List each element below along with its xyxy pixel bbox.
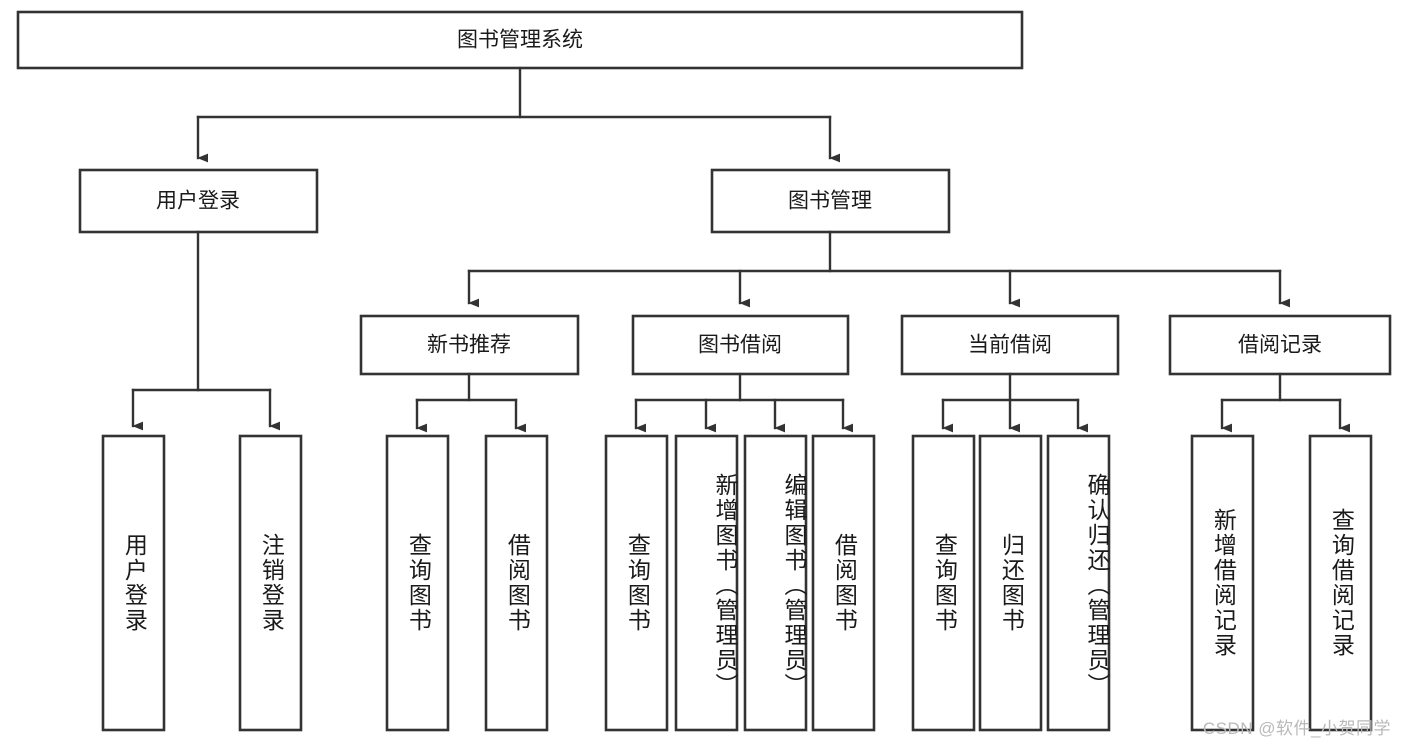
leaf-box-book-borrow-3[interactable]: [811, 434, 876, 732]
node-book-management[interactable]: 图书管理: [710, 168, 951, 234]
leaf-box-new-book-0[interactable]: [385, 434, 450, 732]
node-current-borrow-label: 当前借阅: [968, 334, 1052, 357]
edge-user-login-to-leaves: [131, 230, 281, 431]
leaf-box-borrow-record-1[interactable]: [1308, 434, 1373, 732]
leaf-box-book-borrow-1[interactable]: [674, 434, 739, 732]
leaf-box-book-borrow-0[interactable]: [604, 434, 669, 732]
leaf-box-book-borrow-2[interactable]: [743, 434, 808, 732]
leaf-box-current-borrow-2[interactable]: [1046, 434, 1111, 732]
node-current-borrow[interactable]: 当前借阅: [900, 314, 1120, 376]
leaf-box-borrow-record-0[interactable]: [1190, 434, 1255, 732]
node-user-login[interactable]: 用户登录: [78, 168, 319, 234]
node-new-book-recommend-box[interactable]: [359, 314, 580, 376]
node-root-label: 图书管理系统: [457, 29, 583, 52]
node-new-book-recommend-label: 新书推荐: [427, 334, 511, 357]
node-user-login-box[interactable]: [78, 168, 319, 234]
csdn-watermark: CSDN @软件_小贺同学: [1202, 719, 1391, 738]
edge-borrow-record-to-leaves: [1220, 372, 1351, 433]
leaf-box-user-login-1[interactable]: [238, 434, 303, 732]
node-root-box[interactable]: [16, 10, 1024, 70]
leaf-box-current-borrow-1[interactable]: [978, 434, 1043, 732]
leaf-box-user-login-0[interactable]: [101, 434, 166, 732]
leaf-box-current-borrow-0[interactable]: [911, 434, 976, 732]
edge-new-book-recommend-to-leaves: [415, 372, 527, 433]
node-book-borrow[interactable]: 图书借阅: [631, 314, 850, 376]
edge-root-to-level2: [196, 66, 841, 163]
node-current-borrow-box[interactable]: [900, 314, 1120, 376]
leaf-box-new-book-1[interactable]: [484, 434, 549, 732]
node-borrow-record-label: 借阅记录: [1238, 334, 1322, 357]
node-book-management-label: 图书管理: [788, 190, 872, 213]
edge-book-borrow-to-leaves: [634, 372, 854, 433]
node-root[interactable]: 图书管理系统: [16, 10, 1024, 70]
edge-current-borrow-to-leaves: [941, 372, 1089, 433]
node-book-borrow-label: 图书借阅: [698, 334, 782, 357]
edge-book-management-to-level3: [467, 230, 1291, 308]
node-borrow-record[interactable]: 借阅记录: [1168, 314, 1392, 376]
node-user-login-label: 用户登录: [156, 190, 240, 213]
node-new-book-recommend[interactable]: 新书推荐: [359, 314, 580, 376]
